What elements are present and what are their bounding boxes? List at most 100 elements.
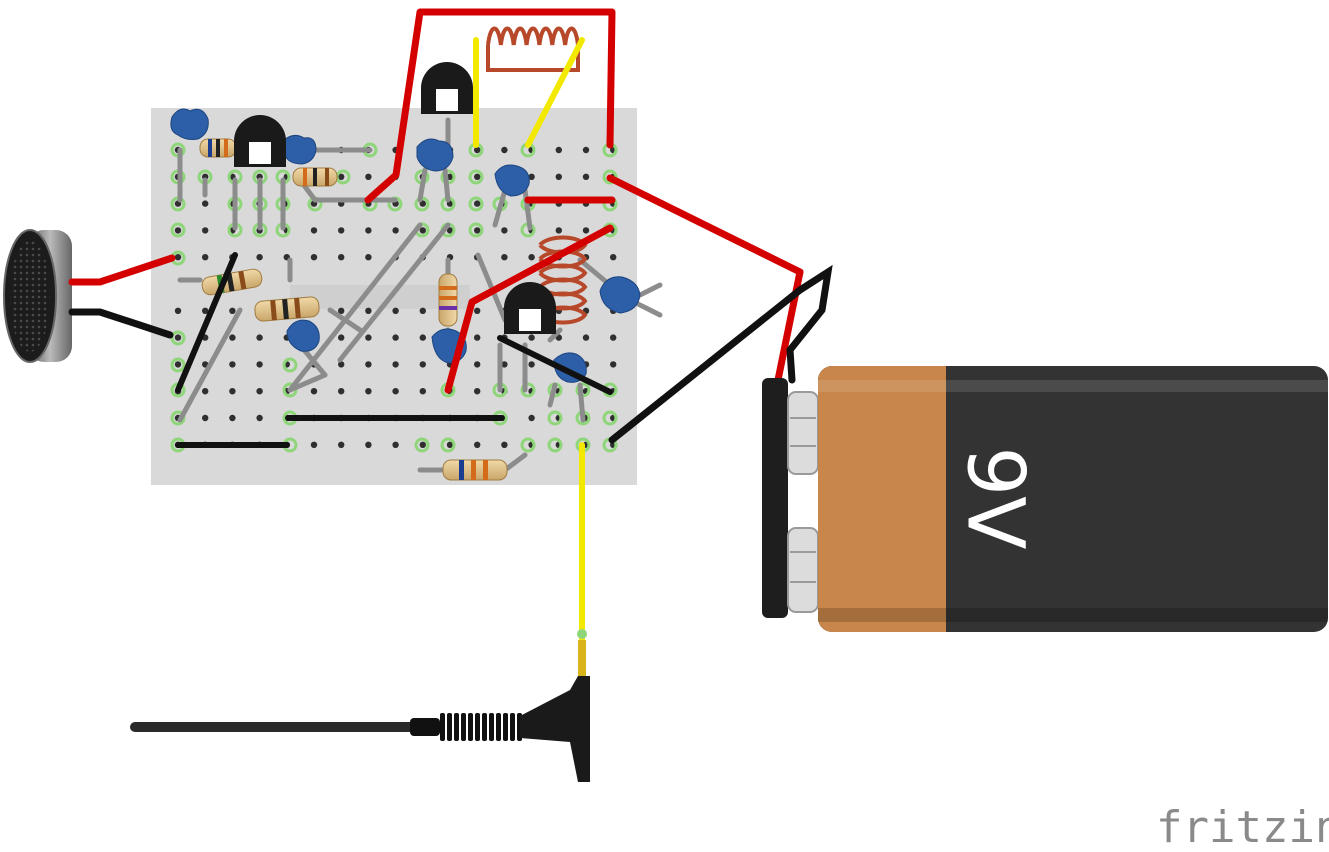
resistor-5[interactable]: [438, 273, 458, 327]
antenna-rib: [440, 713, 445, 741]
capacitor-1[interactable]: [170, 108, 209, 140]
stripboard-hole: [555, 146, 562, 154]
resistor-1[interactable]: [199, 138, 237, 158]
stripboard-hole: [474, 334, 481, 341]
stripboard-hole: [419, 334, 426, 341]
stripboard-hole: [582, 173, 590, 180]
stripboard-hole: [202, 307, 209, 314]
stripboard-hole: [256, 388, 263, 395]
stripboard-hole: [501, 441, 508, 448]
stripboard-hole: [392, 227, 399, 234]
antenna-rib: [461, 713, 466, 741]
capacitor-5[interactable]: [286, 319, 320, 352]
stripboard-hole: [474, 146, 481, 154]
antenna[interactable]: [130, 629, 590, 782]
antenna-rib: [496, 713, 501, 741]
stripboard-hole: [582, 227, 590, 234]
resistor-2[interactable]: [292, 167, 338, 187]
pin-marker: [170, 222, 186, 238]
resistor-4[interactable]: [254, 296, 320, 322]
transistor-2[interactable]: N: [421, 62, 473, 114]
stripboard-hole: [338, 388, 345, 395]
stripboard-hole: [365, 227, 372, 234]
stripboard-hole: [256, 414, 263, 422]
stripboard-hole: [202, 227, 209, 234]
capacitor-4[interactable]: [494, 164, 530, 197]
stripboard-hole: [338, 227, 345, 234]
stripboard-hole: [229, 414, 236, 422]
stripboard-hole: [310, 227, 318, 234]
stripboard-hole: [229, 388, 236, 395]
stripboard-hole: [610, 361, 617, 368]
stripboard-hole: [392, 307, 399, 314]
stripboard-hole: [419, 388, 426, 395]
stripboard-hole: [528, 254, 535, 261]
capacitor-3[interactable]: [416, 138, 454, 172]
microphone[interactable]: [3, 229, 176, 363]
pin-marker: [170, 410, 186, 426]
stripboard-hole: [501, 227, 508, 234]
transistor-3-label: N: [521, 309, 539, 334]
stripboard-hole: [555, 173, 562, 180]
antenna-rib: [489, 713, 494, 741]
stripboard-hole: [474, 361, 481, 368]
capacitor-8[interactable]: [599, 276, 641, 314]
resistor-6[interactable]: [442, 459, 508, 481]
pin-marker: [170, 330, 186, 346]
stripboard-hole: [582, 146, 590, 154]
antenna-rib: [468, 713, 473, 741]
pin-marker: [468, 222, 484, 238]
stripboard-hole: [256, 334, 263, 341]
pin-marker: [170, 357, 186, 373]
pin-marker: [520, 437, 536, 453]
antenna-rib: [475, 713, 480, 741]
stripboard-hole: [202, 254, 209, 261]
pin-marker: [414, 437, 430, 453]
stripboard-hole: [474, 441, 481, 448]
stripboard-hole: [229, 361, 236, 368]
stripboard-hole: [338, 254, 345, 261]
stripboard-hole: [365, 173, 372, 180]
pin-marker: [282, 357, 298, 373]
stripboard-hole: [338, 361, 345, 368]
pin-marker: [468, 196, 484, 212]
stripboard-hole: [474, 227, 481, 234]
stripboard-hole: [310, 441, 318, 448]
antenna-rib: [447, 713, 452, 741]
stripboard-hole: [256, 254, 263, 261]
stripboard-hole: [446, 441, 454, 448]
transistor-3[interactable]: N: [504, 282, 556, 334]
stripboard-hole: [310, 254, 318, 261]
stripboard-hole: [338, 334, 345, 341]
stripboard-hole: [610, 254, 617, 261]
stripboard-hole: [582, 334, 590, 341]
battery-9v[interactable]: 9V: [762, 366, 1328, 632]
pin-marker: [468, 169, 484, 185]
yellow-wires[interactable]: [473, 37, 585, 643]
stripboard-hole: [392, 388, 399, 395]
stripboard-hole: [365, 441, 372, 448]
red-wires[interactable]: [364, 8, 804, 394]
stripboard-hole: [474, 388, 481, 395]
stripboard-hole: [174, 361, 182, 368]
stripboard-hole: [528, 334, 535, 341]
stripboard-hole: [528, 173, 535, 180]
black-jumpers[interactable]: [175, 252, 613, 448]
stripboard-hole: [474, 307, 481, 314]
battery-clip-wires[interactable]: [608, 264, 833, 444]
stripboard-hole: [419, 227, 426, 234]
transistor-1[interactable]: N: [234, 115, 286, 167]
stripboard-hole: [229, 334, 236, 341]
stripboard-hole: [338, 441, 345, 448]
component-legs: [177, 117, 663, 473]
stripboard-hole: [528, 414, 535, 422]
stripboard-hole: [174, 254, 182, 261]
capacitor-2[interactable]: [283, 134, 317, 165]
stripboard-hole: [174, 307, 182, 314]
coil-top[interactable]: [486, 26, 580, 72]
pin-marker: [547, 410, 563, 426]
pin-marker: [547, 437, 563, 453]
stripboard-hole: [392, 441, 399, 448]
stripboard-hole: [202, 388, 209, 395]
